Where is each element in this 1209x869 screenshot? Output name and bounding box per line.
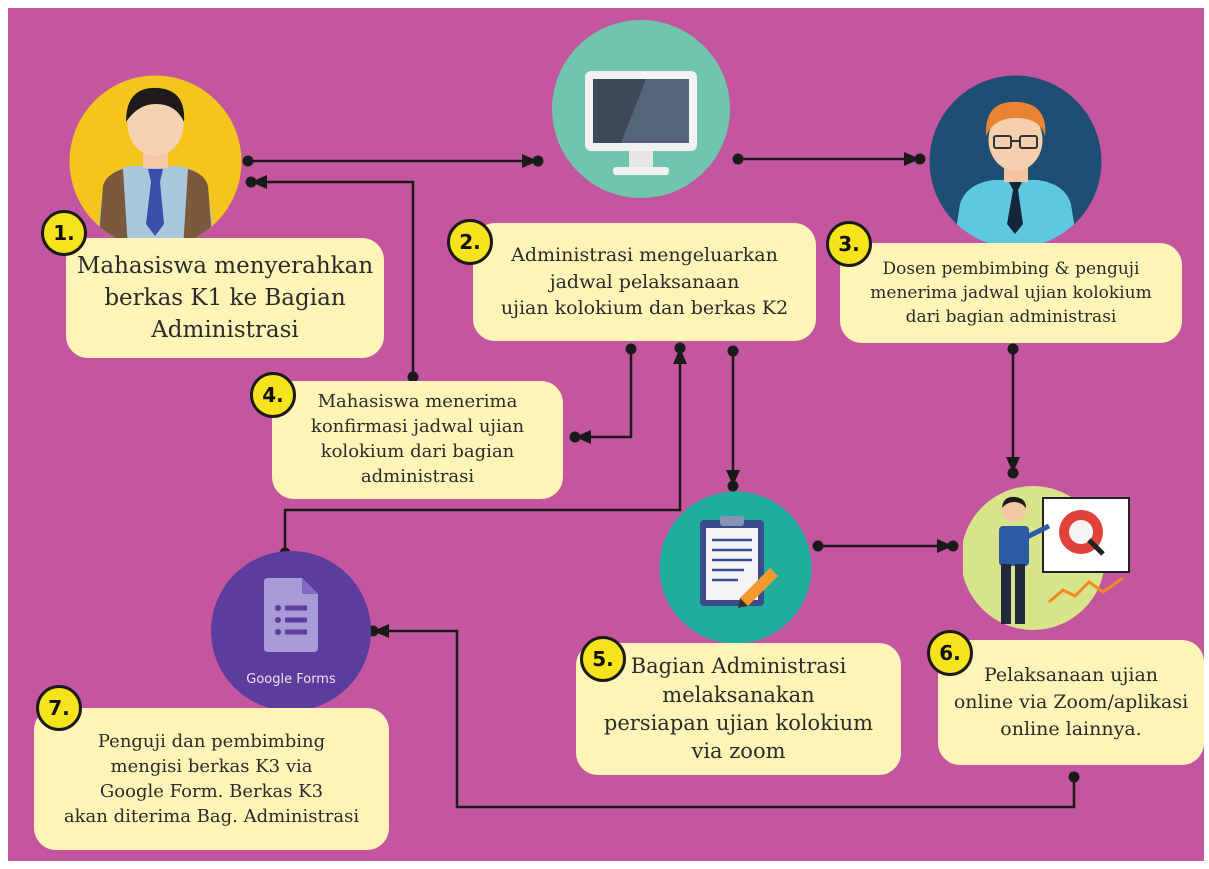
step-5-box: Bagian Administrasi melaksanakan persiap… (576, 643, 901, 775)
connector-forms-to-step2 (283, 361, 682, 553)
connector-step4-to-student (256, 180, 415, 377)
diagram-canvas: Google Forms Mahasiswa menyerahkan berka… (8, 8, 1204, 861)
step-6-number: 6. (927, 630, 973, 676)
step-2-text: Administrasi mengeluarkan jadwal pelaksa… (500, 243, 789, 320)
step-2-number: 2. (447, 219, 493, 265)
step-3-box: Dosen pembimbing & penguji menerima jadw… (840, 243, 1182, 343)
lecturer-icon (929, 75, 1102, 248)
step-5-number: 5. (580, 636, 626, 682)
step-1-text: Mahasiswa menyerahkan berkas K1 ke Bagia… (76, 252, 374, 344)
step-4-text: Mahasiswa menerima konfirmasi jadwal uji… (310, 391, 525, 487)
step-7-text: Penguji dan pembimbing mengisi berkas K3… (63, 730, 360, 828)
step-4-box: Mahasiswa menerima konfirmasi jadwal uji… (272, 381, 563, 499)
clipboard-icon (659, 491, 812, 644)
step-1-box: Mahasiswa menyerahkan berkas K1 ke Bagia… (66, 238, 384, 358)
step-6-text: Pelaksanaan ujian online via Zoom/aplika… (953, 664, 1189, 740)
google-forms-icon: Google Forms (211, 551, 371, 711)
connector-step2-to-step4 (580, 349, 633, 439)
step-7-number: 7. (36, 685, 82, 731)
step-2-box: Administrasi mengeluarkan jadwal pelaksa… (473, 223, 816, 341)
step-6-box: Pelaksanaan ujian online via Zoom/aplika… (938, 640, 1204, 765)
step-7-box: Penguji dan pembimbing mengisi berkas K3… (34, 708, 389, 850)
step-3-number: 3. (826, 221, 872, 267)
step-3-text: Dosen pembimbing & penguji menerima jadw… (870, 258, 1152, 328)
presentation-icon (963, 486, 1130, 630)
google-forms-label: Google Forms (246, 672, 336, 687)
student-icon (69, 75, 242, 248)
step-1-number: 1. (41, 210, 87, 256)
connector-step6-to-forms (378, 629, 1076, 809)
computer-monitor-icon (552, 20, 730, 198)
step-4-number: 4. (250, 372, 296, 418)
step-5-text: Bagian Administrasi melaksanakan persiap… (603, 654, 874, 764)
